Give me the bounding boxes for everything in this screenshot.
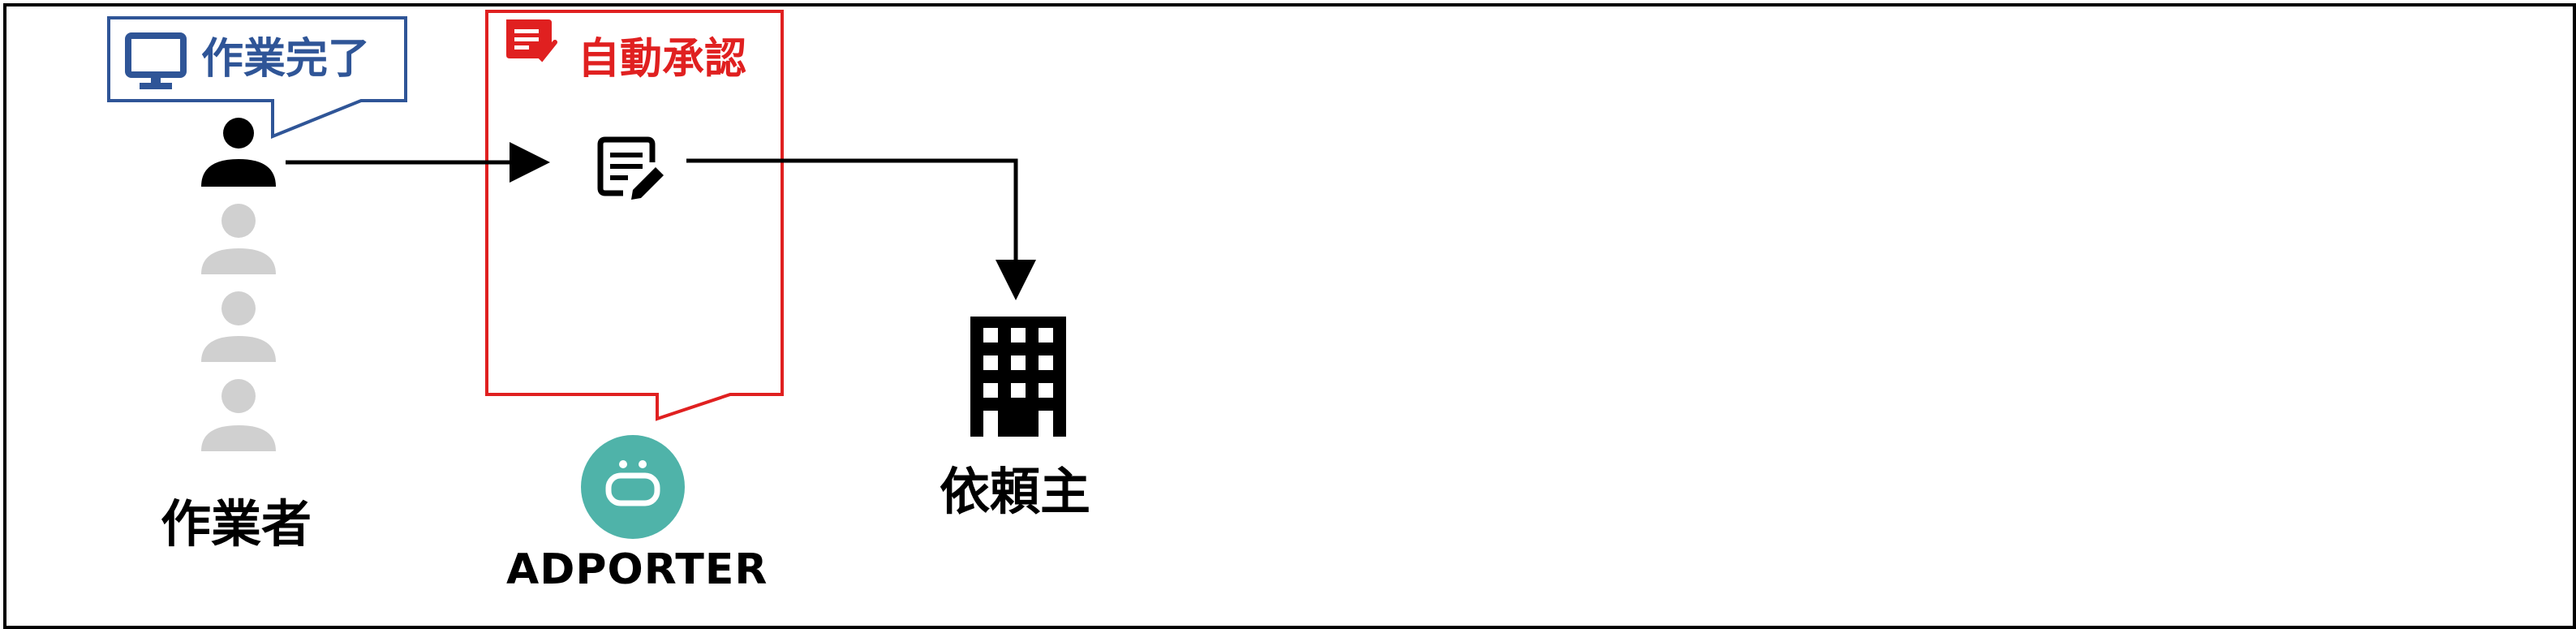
worker-callout-text: 作業完了: [201, 35, 371, 84]
approval-callout-bubble: [485, 10, 784, 421]
person-icon: [201, 379, 276, 451]
adporter-label: ADPORTER: [506, 545, 768, 594]
approval-callout-text: 自動承認: [578, 35, 747, 84]
document-edit-icon: [597, 136, 664, 200]
person-icon: [201, 291, 276, 362]
building-icon: [970, 317, 1066, 437]
checklist-icon: [506, 19, 557, 62]
person-icon: [201, 118, 276, 187]
worker-label: 作業者: [161, 494, 312, 554]
diagram-frame: [3, 3, 2576, 629]
adporter-logo: [581, 435, 685, 539]
person-icon: [201, 204, 276, 274]
client-label: 依頼主: [940, 462, 1091, 521]
monitor-icon: [125, 32, 187, 89]
arrow-document-to-client: [686, 158, 1036, 300]
